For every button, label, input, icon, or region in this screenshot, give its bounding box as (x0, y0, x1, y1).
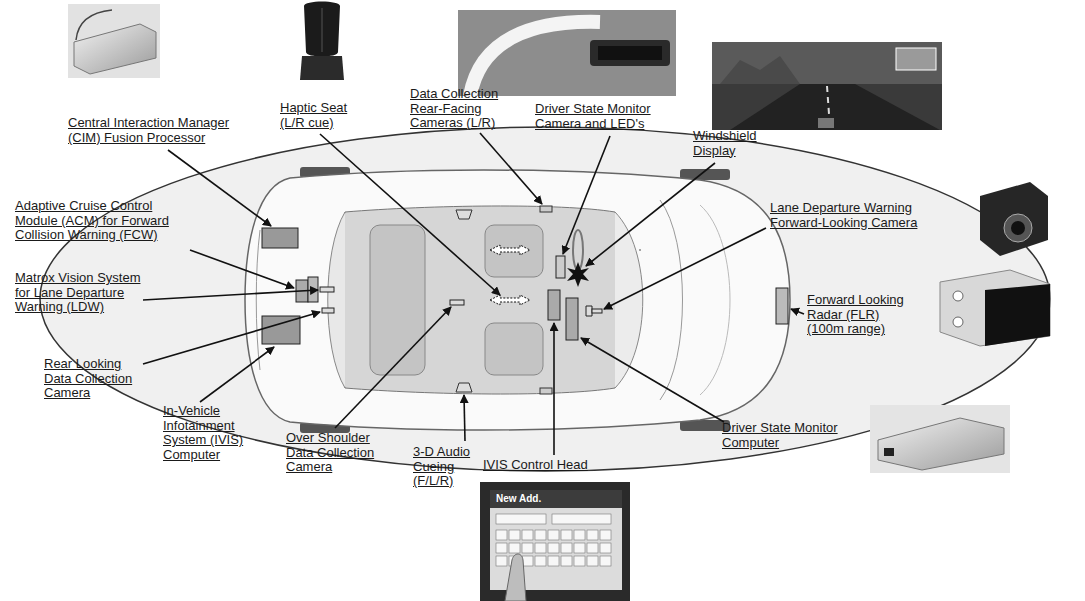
part-label: IVIS Control Head (483, 458, 623, 473)
rear-seat (370, 225, 425, 375)
leader-line (581, 338, 724, 422)
part-label: Lane Departure Warning Forward-Looking C… (770, 201, 935, 230)
inset-display (896, 48, 936, 70)
ivis-head-photo (480, 482, 630, 601)
camera-symbol (450, 300, 464, 305)
camera-body (980, 182, 1048, 256)
part-label: Windshield Display (693, 129, 765, 158)
trunk-line (256, 230, 260, 370)
windshield-photo (712, 42, 942, 130)
part-label: Adaptive Cruise Control Module (ACM) for… (15, 199, 187, 243)
dot (639, 249, 641, 251)
ldw-camera-symbol (592, 309, 602, 313)
mount-hole (953, 291, 963, 301)
leader-line (480, 133, 542, 204)
haptic-arrow (490, 295, 530, 305)
seat-back (304, 2, 340, 57)
part-label: Forward Looking Radar (FLR) (100m range) (807, 293, 915, 337)
photo-ground (870, 405, 1010, 473)
part-label: In-Vehicle Infotainment System (IVIS) Co… (163, 404, 255, 462)
screen-text: New Add. (496, 493, 541, 504)
dsm-computer-box (566, 298, 578, 340)
photo-ground (712, 42, 942, 130)
car-body (245, 170, 790, 430)
processor-box (74, 24, 156, 74)
leader-line (791, 309, 804, 314)
cim-box (262, 228, 298, 248)
dsm-computer-photo (870, 405, 1010, 473)
front-seat (485, 323, 543, 375)
leader-line (143, 312, 320, 364)
vehicle-hood (818, 118, 834, 128)
sky (712, 42, 942, 84)
ivis-head-box (548, 290, 560, 320)
leader-line (168, 150, 271, 226)
part-label: Over Shoulder Data Collection Camera (286, 431, 388, 475)
leader-line (563, 136, 610, 254)
part-label: Driver State Monitor Camera and LED's (535, 102, 675, 131)
part-label: Driver State Monitor Computer (722, 421, 840, 450)
part-label: Data Collection Rear-Facing Cameras (L/R… (410, 87, 510, 131)
ldw-camera-photo (980, 182, 1048, 256)
matrox-box (320, 287, 334, 292)
windshield-display-star (567, 262, 589, 287)
hood-line (660, 200, 683, 400)
leader-line (320, 134, 500, 295)
part-label: 3-D Audio Cueing (F/L/R) (413, 445, 483, 489)
leader-line (586, 163, 715, 266)
haptic-seat-photo (300, 2, 344, 81)
leader-line (604, 228, 766, 309)
photo-ground (458, 10, 676, 96)
mount-hole (953, 317, 963, 327)
computer-box (878, 418, 1004, 470)
camera-lens (1011, 221, 1025, 235)
part-label: Matrox Vision System for Lane Departure … (15, 271, 155, 315)
part-label: Central Interaction Manager (CIM) Fusion… (68, 116, 253, 145)
leader-line (200, 347, 274, 402)
steering-wheel-photo (470, 22, 600, 96)
dsm-camera-photo (458, 10, 676, 96)
speaker (456, 210, 472, 219)
screen-title-bar (490, 490, 622, 508)
haptic-arrow (490, 245, 530, 255)
leader-line (553, 323, 555, 455)
rear-window (328, 212, 345, 388)
photo-ground (68, 4, 160, 78)
road (730, 84, 940, 130)
trees (720, 56, 800, 84)
leader-line (143, 290, 318, 300)
leader-line (464, 395, 465, 441)
part-label: Haptic Seat (L/R cue) (280, 101, 355, 130)
hood-line (700, 205, 730, 395)
cim-photo (68, 4, 160, 78)
dsm-camera-box (556, 256, 565, 278)
camera-symbol (322, 308, 334, 313)
front-seat (485, 225, 543, 277)
radar-housing (940, 270, 1050, 346)
ldw-camera-symbol (586, 306, 592, 316)
speaker (456, 383, 472, 392)
monitor-lens (598, 46, 662, 60)
seat-cushion (300, 56, 344, 80)
connector (884, 448, 894, 456)
camera-lens (1004, 214, 1032, 242)
windshield (615, 212, 643, 388)
seat-seam (322, 8, 323, 52)
monitor-bar (590, 40, 670, 66)
camera-symbol (540, 388, 552, 394)
photo-ground (480, 482, 630, 601)
part-label: Rear Looking Data Collection Camera (44, 357, 144, 401)
finger (505, 554, 526, 601)
leader-line (335, 307, 451, 428)
radar-photo (940, 270, 1050, 346)
cabin (335, 206, 634, 394)
camera-symbol (540, 206, 552, 212)
cable (76, 10, 112, 40)
radar-face (985, 284, 1050, 346)
leader-line (190, 250, 294, 288)
radar-box (776, 288, 788, 324)
